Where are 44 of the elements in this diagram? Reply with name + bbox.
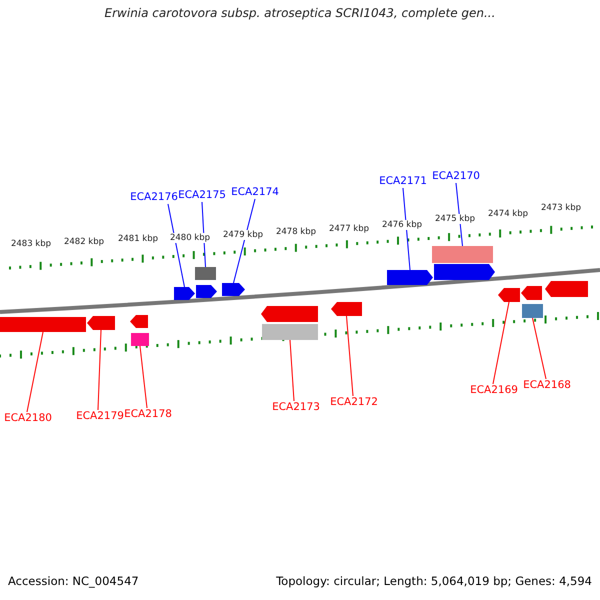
leader-line — [140, 346, 148, 408]
gene-label: ECA2180 — [0, 412, 60, 425]
scale-label: 2477 kbp — [328, 224, 370, 234]
gene-feature — [261, 306, 318, 322]
gene-feature — [331, 302, 362, 316]
title: Erwinia carotovora subsp. atroseptica SCRI1043, complete gen... — [104, 7, 496, 19]
scale-label: 2482 kbp — [64, 237, 104, 247]
gene-feature — [174, 287, 195, 300]
gene-block — [262, 324, 318, 340]
scale-label: 2480 kbp — [170, 233, 210, 243]
leader-line — [26, 332, 44, 412]
gene-feature — [434, 264, 495, 280]
gene-feature — [130, 315, 148, 328]
leader-line — [98, 330, 102, 410]
genome-info-text: Topology: circular; Length: 5,064,019 bp; Genes: 4,594 — [276, 575, 592, 587]
gene-block — [131, 333, 149, 346]
gene-feature — [196, 285, 217, 298]
leader-line — [402, 188, 410, 270]
gene-block — [522, 304, 543, 318]
leader-line — [456, 182, 463, 246]
gene-feature — [87, 316, 115, 330]
accession-text: Accession: NC_004547 — [8, 575, 139, 587]
gene-block — [195, 267, 216, 280]
scale-label: 2483 kbp — [10, 239, 52, 249]
gene-block — [432, 246, 493, 263]
gene-feature — [545, 281, 588, 297]
leader-line — [290, 340, 294, 402]
gene-feature — [387, 270, 433, 285]
leader-line — [233, 198, 256, 284]
scale-label: 2476 kbp — [382, 220, 422, 230]
scale-label: 2474 kbp — [488, 209, 528, 219]
scale-label: 2479 kbp — [222, 230, 264, 240]
scale-label: 2478 kbp — [276, 227, 316, 237]
gene-feature — [498, 288, 520, 302]
leader-line — [492, 302, 510, 384]
leader-line — [168, 204, 185, 288]
gene-feature — [521, 286, 542, 300]
scale-label: 2481 kbp — [118, 234, 158, 244]
scale-label: 2473 kbp — [540, 203, 582, 213]
leader-line — [346, 316, 354, 396]
gene-feature — [222, 283, 245, 296]
gene-label: ECA2170 — [424, 170, 488, 183]
scale-label: 2475 kbp — [434, 214, 476, 224]
leader-line — [532, 318, 546, 380]
